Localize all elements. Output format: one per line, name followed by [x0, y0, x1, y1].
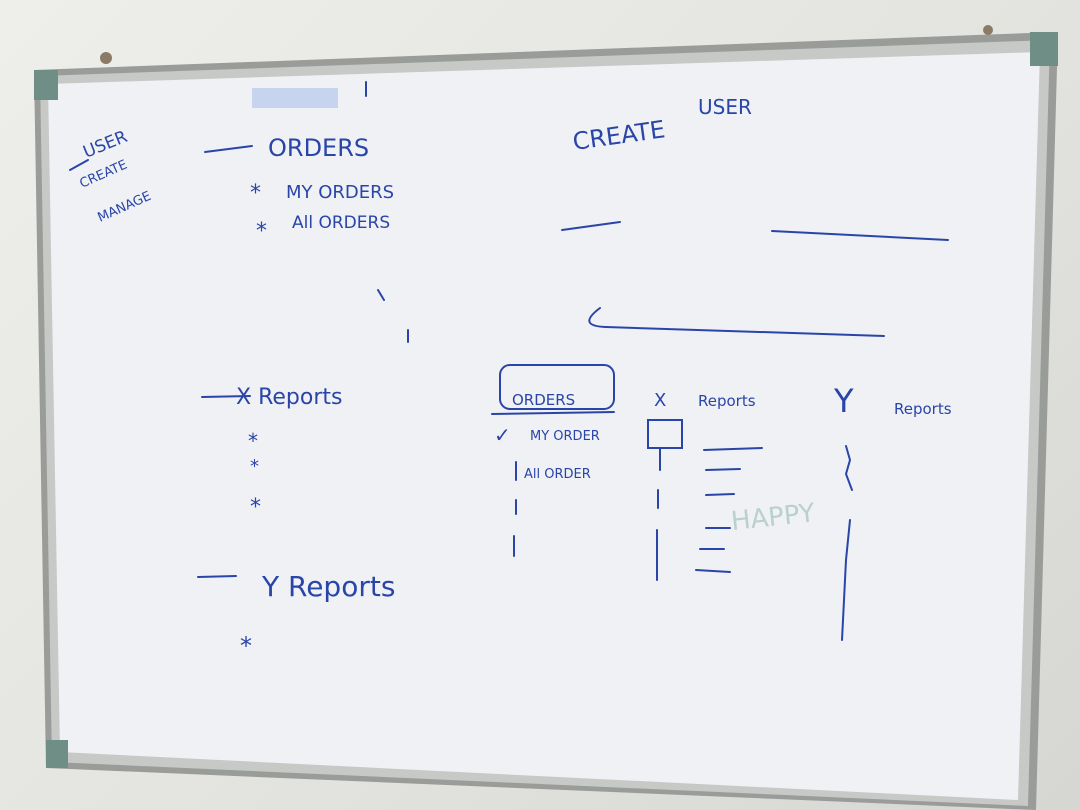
- menu-all-orders-label: All ORDERS: [292, 213, 390, 233]
- whiteboard-surface: [48, 52, 1040, 800]
- menu-my-orders-label: MY ORDERS: [286, 182, 394, 203]
- menu-x-reports-bullet-3: *: [250, 495, 261, 520]
- wall-hook-left: [100, 52, 112, 64]
- ink-strokes: [69, 81, 949, 641]
- menu-y-reports-label: Y Reports: [261, 570, 395, 603]
- tab-orders-check: ✓: [494, 423, 511, 447]
- menu-all-orders-bullet: *: [256, 219, 267, 244]
- form-title-user: USER: [698, 95, 752, 119]
- menu-x-reports-bullet-2: *: [250, 456, 259, 477]
- menu-my-orders-bullet: *: [250, 181, 261, 206]
- frame-corner-top-right: [1030, 32, 1058, 66]
- all-order-label: All ORDER: [524, 467, 591, 482]
- frame-corner-top-left: [34, 70, 58, 100]
- menu-orders-label: ORDERS: [268, 134, 369, 162]
- menu-x-reports-label: X Reports: [236, 385, 342, 410]
- frame-corner-bottom-left: [46, 740, 68, 768]
- my-order-label: MY ORDER: [530, 429, 600, 444]
- faded-ink-smudge: [252, 88, 338, 108]
- menu-y-reports-bullet: *: [240, 632, 252, 660]
- wall-hook-right: [983, 25, 993, 35]
- y-reports-column-y: Y: [833, 382, 854, 420]
- x-reports-column-x: X: [654, 390, 666, 411]
- x-reports-column-label: Reports: [698, 392, 756, 410]
- tab-orders-label: ORDERS: [512, 391, 575, 409]
- menu-x-reports-bullet-1: *: [248, 429, 258, 453]
- y-reports-column-label: Reports: [894, 400, 952, 418]
